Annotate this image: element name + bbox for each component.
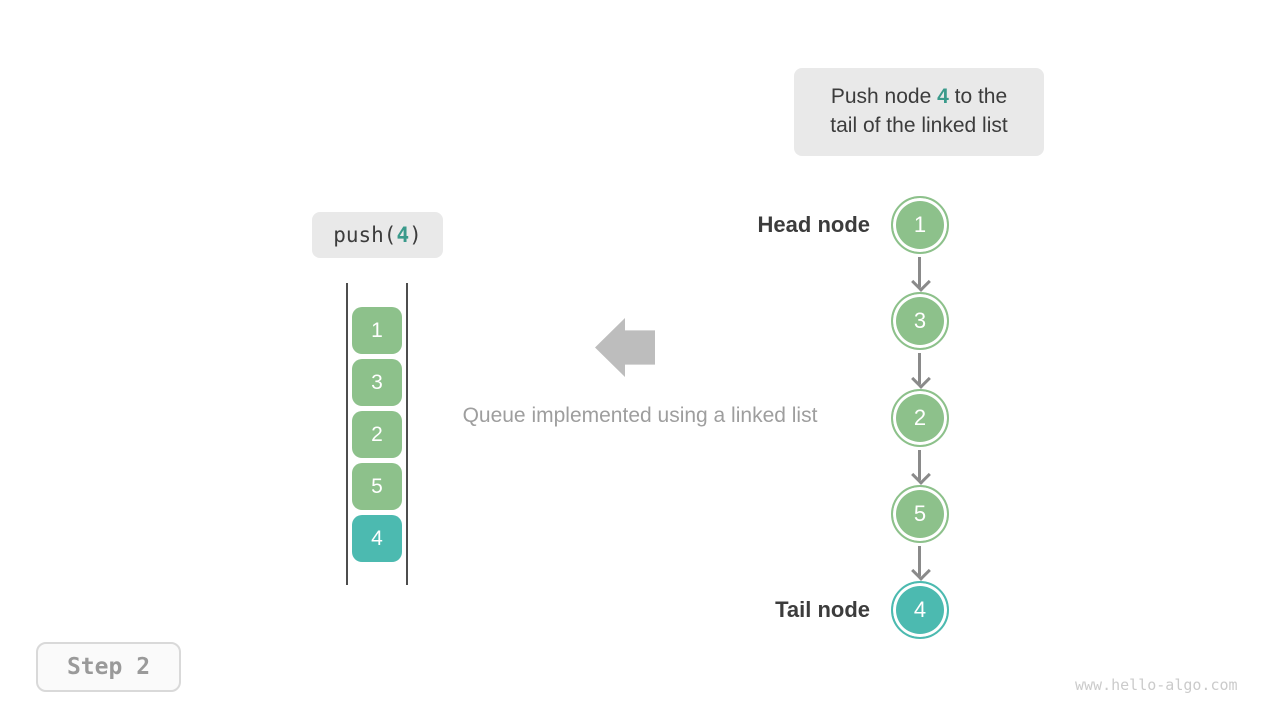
diagram-caption: Queue implemented using a linked list	[462, 404, 818, 427]
queue-item-2: 2	[352, 411, 402, 458]
down-arrow-icon	[918, 450, 921, 480]
push-call-box: push(4)	[312, 212, 443, 258]
step-badge: Step 2	[36, 642, 181, 692]
list-node-2: 2	[891, 389, 949, 447]
queue-item-4: 4	[352, 515, 402, 562]
queue-rail-right	[406, 283, 408, 585]
down-arrow-icon	[918, 257, 921, 287]
callout-line-2: tail of the linked list	[830, 114, 1008, 137]
list-node-3: 3	[891, 292, 949, 350]
watermark-text: www.hello-algo.com	[1075, 676, 1238, 694]
list-node-1: 1	[891, 196, 949, 254]
list-node-4: 4	[891, 581, 949, 639]
head-node-label: Head node	[757, 212, 870, 237]
callout-push-node: Push node 4 to the tail of the linked li…	[794, 68, 1044, 156]
down-arrow-icon	[918, 353, 921, 384]
list-node-5: 5	[891, 485, 949, 543]
push-call-prefix: push(	[333, 223, 397, 247]
queue-item-3: 3	[352, 359, 402, 406]
callout-text-suffix: to the	[948, 85, 1008, 108]
callout-text-prefix: Push node	[830, 85, 938, 108]
push-call-arg: 4	[396, 223, 410, 247]
push-call-suffix: )	[409, 223, 422, 247]
callout-line-1: Push node 4 to the	[794, 82, 1044, 111]
queue-item-5: 5	[352, 463, 402, 510]
queue-rail-left	[346, 283, 348, 585]
queue-item-1: 1	[352, 307, 402, 354]
left-arrow-icon	[595, 318, 655, 377]
down-arrow-icon	[918, 546, 921, 576]
callout-highlight-value: 4	[937, 85, 949, 108]
tail-node-label: Tail node	[775, 597, 870, 622]
